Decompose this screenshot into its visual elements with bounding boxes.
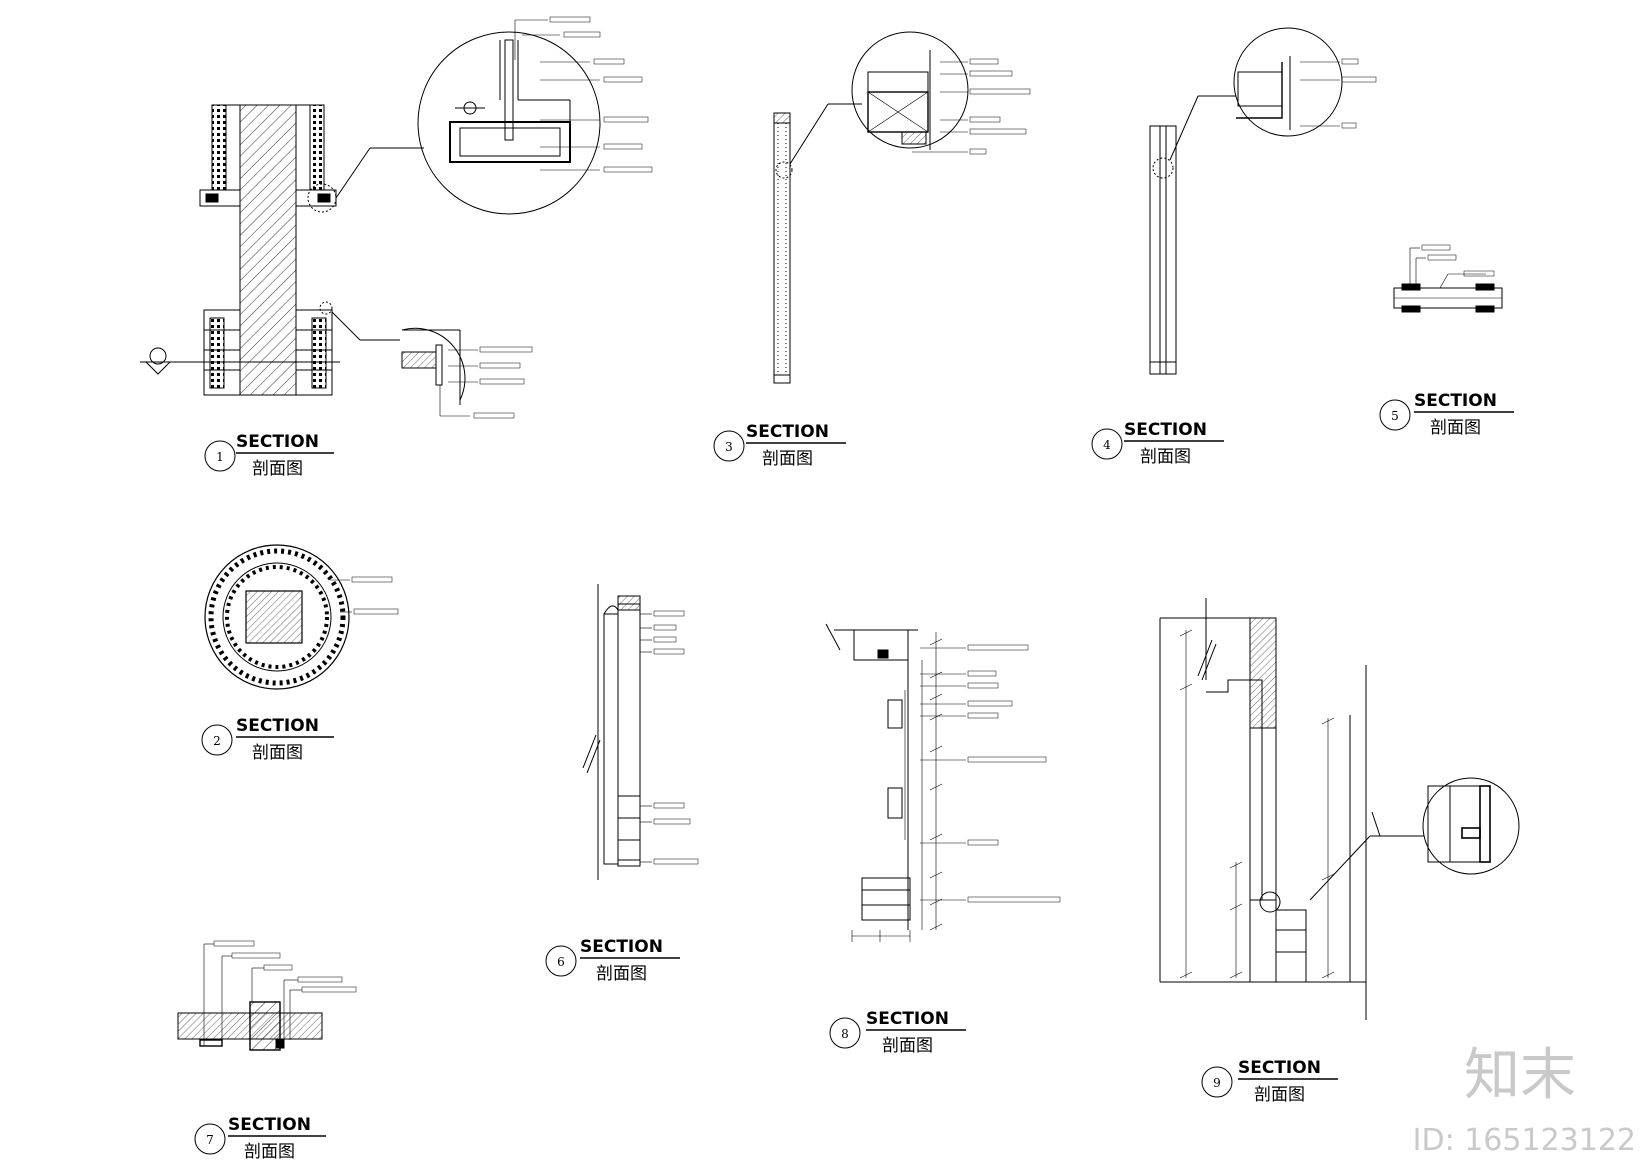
section-9-drawing	[1159, 598, 1520, 1020]
section-number: 3	[725, 440, 733, 454]
section-number-circle	[829, 1017, 861, 1049]
section-number-circle	[204, 440, 236, 472]
section-subtitle: 剖面图	[762, 449, 813, 469]
section-label-6: 6 SECTION 剖面图	[545, 937, 680, 984]
section-2-drawing	[204, 544, 399, 690]
section-number-circle	[1379, 399, 1411, 431]
section-label-2: 2 SECTION 剖面图	[201, 716, 334, 763]
section-title: SECTION	[866, 1009, 949, 1029]
section-subtitle: 剖面图	[1430, 418, 1481, 438]
section-number: 1	[216, 450, 224, 464]
section-3-drawing	[773, 31, 1031, 384]
section-6-drawing	[582, 584, 699, 880]
section-label-8: 8 SECTION 剖面图	[829, 1009, 966, 1056]
section-label-4: 4 SECTION 剖面图	[1091, 420, 1224, 467]
section-number-circle	[194, 1123, 226, 1155]
section-subtitle: 剖面图	[252, 743, 303, 763]
watermark-id: ID: 165123122	[1413, 1123, 1636, 1158]
section-5-drawing	[1393, 244, 1503, 313]
section-title: SECTION	[236, 716, 319, 736]
section-number: 5	[1391, 409, 1399, 423]
section-label-5: 5 SECTION 剖面图	[1379, 391, 1514, 438]
watermark: 知末 ID: 165123122	[1413, 1043, 1636, 1158]
section-number: 4	[1103, 438, 1111, 452]
section-number: 9	[1213, 1076, 1221, 1090]
section-label-9: 9 SECTION 剖面图	[1201, 1058, 1338, 1105]
section-subtitle: 剖面图	[1254, 1085, 1305, 1105]
section-subtitle: 剖面图	[882, 1036, 933, 1056]
section-number-circle	[201, 724, 233, 756]
section-number-circle	[1091, 428, 1123, 460]
section-number-circle	[1201, 1066, 1233, 1098]
section-title: SECTION	[236, 432, 319, 452]
section-label-7: 7 SECTION 剖面图	[194, 1115, 326, 1162]
section-8-drawing	[825, 623, 1061, 942]
section-4-drawing	[1149, 27, 1377, 375]
section-subtitle: 剖面图	[1140, 447, 1191, 467]
section-number: 7	[206, 1133, 214, 1147]
section-number: 2	[213, 734, 221, 748]
section-1-drawing	[140, 16, 653, 419]
section-number: 8	[841, 1027, 849, 1041]
section-number: 6	[557, 955, 565, 969]
section-label-3: 3 SECTION 剖面图	[713, 422, 846, 469]
section-title: SECTION	[228, 1115, 311, 1135]
section-title: SECTION	[746, 422, 829, 442]
section-label-1: 1 SECTION 剖面图	[204, 432, 334, 479]
section-number-circle	[545, 945, 577, 977]
section-title: SECTION	[580, 937, 663, 957]
section-7-drawing	[177, 940, 357, 1051]
section-title: SECTION	[1238, 1058, 1321, 1078]
section-subtitle: 剖面图	[244, 1142, 295, 1162]
section-subtitle: 剖面图	[252, 459, 303, 479]
section-title: SECTION	[1124, 420, 1207, 440]
section-number-circle	[713, 430, 745, 462]
section-subtitle: 剖面图	[596, 964, 647, 984]
section-title: SECTION	[1414, 391, 1497, 411]
watermark-brand: 知末	[1464, 1043, 1576, 1108]
